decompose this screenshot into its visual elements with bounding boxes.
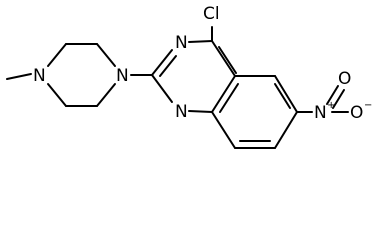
atom-label-group: Cl N N N N N + O O −: [33, 4, 372, 123]
bond-group: [6, 26, 349, 149]
atom-n1: N: [175, 102, 188, 122]
atom-o-nitro-right: O: [350, 103, 363, 123]
bond-c6-c7: [274, 111, 298, 149]
atom-n-nitro: N: [314, 103, 327, 123]
bond-pip-3: [96, 43, 116, 67]
bond-n3-c4: [188, 40, 213, 43]
atom-o-nitro-top: O: [338, 69, 351, 89]
atom-n-piperazine-methyl: N: [33, 66, 46, 86]
bond-methyl: [6, 73, 32, 80]
charge-o-nitro-right: −: [364, 100, 372, 111]
molecule-drawing: Cl N N N N N + O O −: [6, 4, 372, 149]
bond-pip-6: [47, 83, 67, 107]
bond-nitro-o-top-double: [332, 89, 345, 109]
bond-c8-c8a: [211, 111, 236, 149]
bond-c4-c4a-double: [218, 46, 237, 74]
bond-c4a-c8a: [211, 75, 236, 113]
atom-n3: N: [175, 33, 188, 53]
bond-c5-c6: [274, 75, 298, 113]
bond-c8a-n1: [188, 110, 213, 113]
bond-c8a-c4a-double: [219, 83, 239, 113]
bond-c2-n3: [151, 49, 173, 76]
bond-nitro-o-top: [326, 85, 339, 105]
atom-cl: Cl: [203, 4, 220, 24]
structure-diagram: Cl N N N N N + O O −: [6, 4, 373, 149]
charge-n-nitro: +: [327, 100, 335, 111]
bond-pip-1: [47, 43, 67, 67]
bond-c5-c6-double: [274, 83, 291, 109]
bond-n1-c2: [151, 74, 173, 103]
atom-n-piperazine-attached: N: [116, 66, 129, 86]
bond-c2-n3-double: [159, 55, 177, 77]
bond-c4-c4a: [211, 40, 236, 77]
bond-pip-4: [96, 83, 116, 107]
